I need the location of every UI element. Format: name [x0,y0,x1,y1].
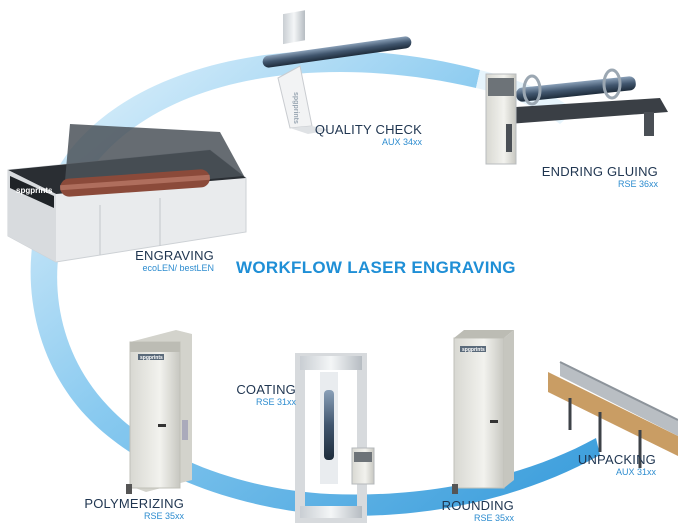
step-model: RSE 35xx [473,513,514,523]
endring-gluing-machine [485,68,668,165]
step-endring-gluing: ENDRING GLUING RSE 36xx [508,164,658,190]
polymerizing-machine: spgprints [126,330,192,494]
step-coating: COATING RSE 31xx [196,382,296,408]
step-model: RSE 36xx [617,179,658,189]
unpacking-machine [548,361,678,468]
quality-check-brand: spgprints [292,92,299,124]
coating-machine [295,353,375,523]
step-unpacking: UNPACKING AUX 31xx [560,452,656,478]
engraving-machine: spgprints [7,124,247,263]
polymerizing-brand: spgprints [140,355,163,361]
step-model: AUX 34xx [381,137,422,147]
step-model: AUX 31xx [615,467,656,477]
engraving-brand: spgprints [16,186,53,195]
step-name: ENGRAVING [135,248,214,263]
step-polymerizing: POLYMERIZING RSE 35xx [70,496,184,522]
rounding-brand: spgprints [462,347,485,353]
step-name: QUALITY CHECK [314,122,422,137]
step-name: POLYMERIZING [84,496,184,511]
step-name: ENDRING GLUING [541,164,658,179]
quality-check-machine: spgprints [262,10,412,134]
step-rounding: ROUNDING RSE 35xx [412,498,514,524]
diagram-title: WORKFLOW LASER ENGRAVING [236,258,516,277]
step-engraving: ENGRAVING ecoLEN/ bestLEN [80,248,214,274]
step-model: RSE 31xx [255,397,296,407]
step-name: UNPACKING [577,452,656,467]
step-quality-check: QUALITY CHECK AUX 34xx [282,122,422,148]
step-model: RSE 35xx [143,511,184,521]
step-name: COATING [236,382,296,397]
step-model: ecoLEN/ bestLEN [142,263,214,273]
rounding-machine: spgprints [452,330,514,494]
step-name: ROUNDING [441,498,514,513]
